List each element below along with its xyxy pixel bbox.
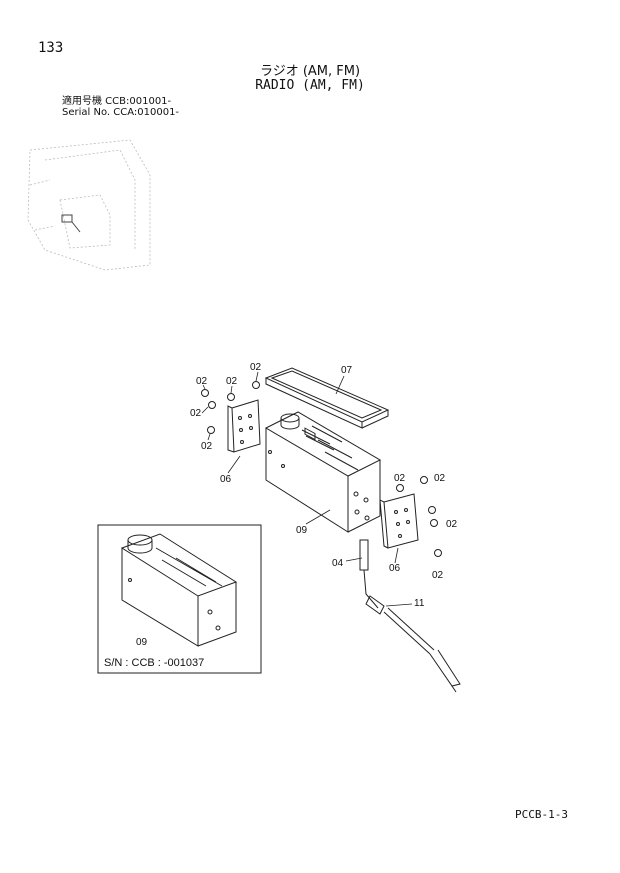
radio-unit xyxy=(264,411,382,533)
leader-lines xyxy=(201,371,413,607)
inset-frame xyxy=(97,524,262,674)
title-japanese: ラジオ (AM, FM) xyxy=(259,64,361,79)
callout-02: 02 xyxy=(446,519,458,530)
page-number: 133 xyxy=(38,40,64,56)
bracket-right xyxy=(379,493,419,549)
radio-tray xyxy=(264,367,390,429)
serial-line-jp: 適用号機 CCB:001001- xyxy=(62,96,172,107)
callout-06: 06 xyxy=(220,474,232,485)
serial-line-en: Serial No. CCA:010001- xyxy=(62,107,180,118)
callout-09-inset: 09 xyxy=(136,637,148,648)
callout-02: 02 xyxy=(250,362,262,373)
screws xyxy=(201,381,442,557)
callout-02: 02 xyxy=(394,473,406,484)
cab-location-sketch xyxy=(27,139,151,271)
callout-11: 11 xyxy=(414,598,425,609)
callout-02: 02 xyxy=(226,376,238,387)
serial-info: 適用号機 CCB:001001- Serial No. CCA:010001- xyxy=(62,96,179,118)
title-english: RADIO (AM, FM) xyxy=(255,78,365,93)
callout-02: 02 xyxy=(432,570,444,581)
bracket-left xyxy=(227,399,261,453)
callout-02: 02 xyxy=(190,408,202,419)
callout-02: 02 xyxy=(201,441,213,452)
inset-caption: S/N : CCB : -001037 xyxy=(104,657,205,669)
callout-04: 04 xyxy=(332,558,344,569)
callout-09: 09 xyxy=(296,525,308,536)
antenna-cable xyxy=(359,539,461,693)
footer-code: PCCB-1-3 xyxy=(515,808,568,821)
cab-radio-marker xyxy=(61,214,81,233)
callout-02: 02 xyxy=(196,376,208,387)
callout-02: 02 xyxy=(434,473,446,484)
callout-06: 06 xyxy=(389,563,401,574)
callout-07: 07 xyxy=(341,365,353,376)
